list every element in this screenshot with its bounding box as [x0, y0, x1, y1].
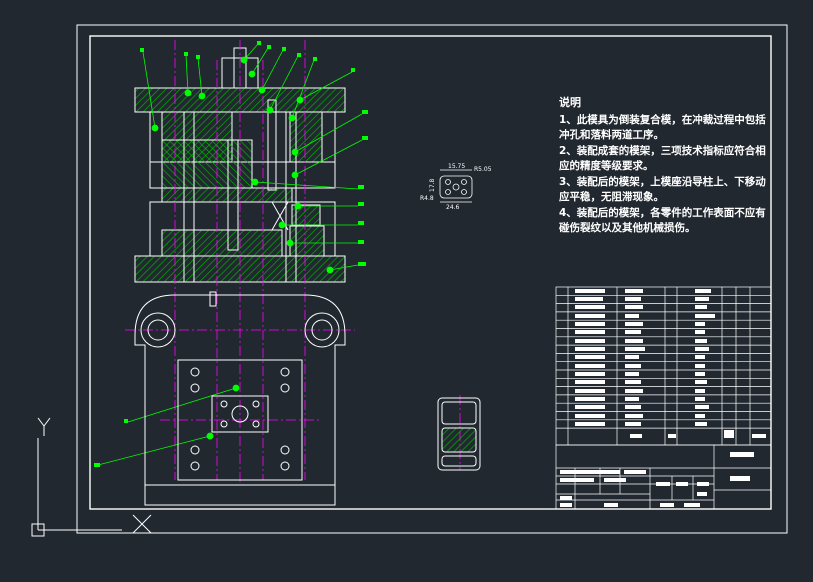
dim-15-75: 15.75	[448, 163, 465, 170]
dim-r4-8: R4.8	[420, 195, 434, 202]
notes-title: 说明	[559, 96, 581, 109]
centerlines	[125, 40, 461, 485]
die-plan-view	[134, 291, 346, 506]
strip-section-view	[437, 397, 481, 471]
notes-line: 2、装配成套的模架，三项技术指标应符合相	[559, 144, 766, 157]
notes-line: 应平稳，无阻滞现象。	[559, 191, 664, 203]
part-sketch-dimensions: 15.75 R5.05 17.8 R4.8 24.6	[420, 163, 492, 211]
bill-of-materials	[555, 286, 772, 446]
title-block	[555, 444, 772, 510]
notes-line: 应的精度等级要求。	[559, 160, 654, 172]
bom-cell-text	[575, 289, 766, 438]
ucs-icon	[31, 417, 152, 537]
notes-line: 1、此模具为倒装复合模，在冲裁过程中包括	[559, 113, 766, 126]
notes-line: 4、装配后的模架，各零件的工作表面不应有	[559, 206, 766, 219]
inner-sheet-border	[89, 35, 772, 510]
dim-24-6: 24.6	[446, 204, 460, 211]
notes-line: 冲孔和落料两道工序。	[559, 129, 664, 141]
notes-line: 3、装配后的模架，上模座沿导柱上、下移动	[559, 175, 766, 188]
part-number-labels	[94, 41, 368, 467]
notes-line: 碰伤裂纹以及其他机械损伤。	[559, 222, 696, 234]
title-block-text	[560, 452, 754, 507]
technical-notes: 说明 1、此模具为倒装复合模，在冲裁过程中包括 冲孔和落料两道工序。 2、装配成…	[559, 95, 766, 237]
dim-r5-05: R5.05	[474, 166, 492, 173]
part-sketch	[439, 169, 473, 203]
dim-17-8: 17.8	[429, 178, 436, 192]
outer-sheet-border	[76, 24, 788, 534]
die-front-section-view	[134, 47, 346, 283]
part-leader-lines	[97, 43, 363, 466]
